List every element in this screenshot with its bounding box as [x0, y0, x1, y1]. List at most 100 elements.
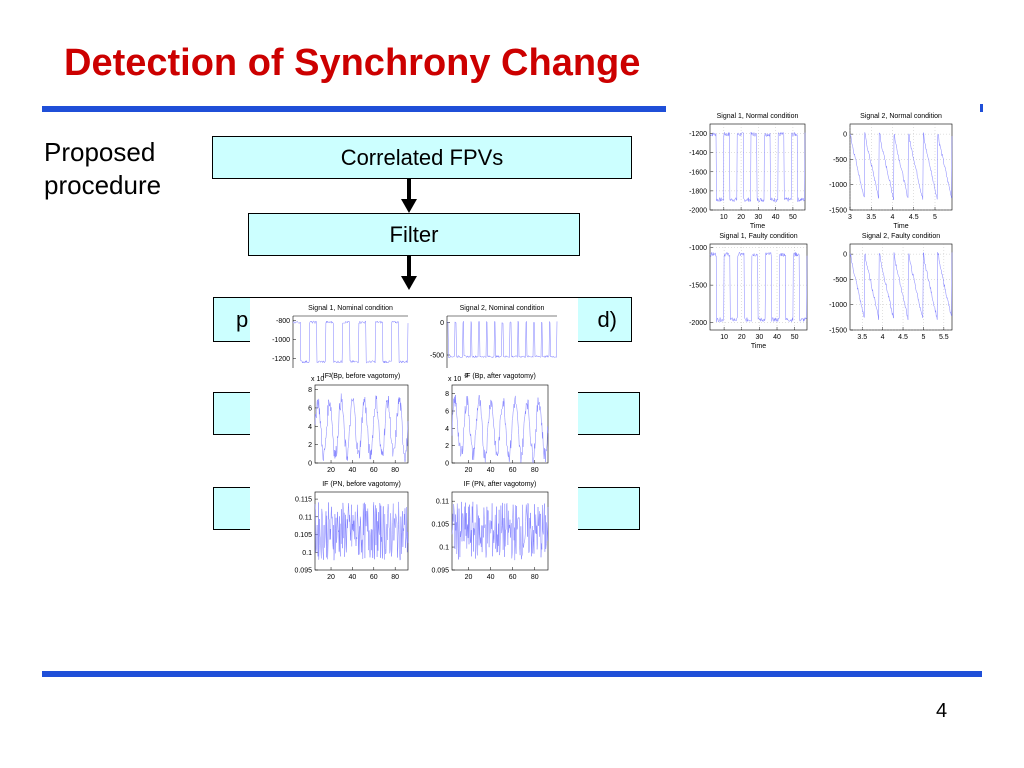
arrow-2-shaft	[407, 256, 411, 277]
chart-3-xtick-label-0: 3.5	[857, 334, 867, 341]
chart-7-title: IF (Bp, after vagotomy)	[464, 373, 536, 380]
page-number: 4	[936, 700, 948, 722]
slide-title: Detection of Synchrony Change	[64, 42, 641, 84]
chart-6-ytick-label-2: 4	[308, 424, 312, 431]
chart-9-series-line	[451, 501, 549, 561]
sidebar-text: Proposed procedure	[44, 136, 161, 202]
chart-7-ytick-label-0: 8	[445, 391, 449, 398]
chart-5-series-line	[446, 320, 558, 359]
chart-1-xtick-label-3: 4.5	[909, 214, 919, 221]
step-3-left-text: p	[236, 306, 249, 332]
arrow-1-shaft	[407, 179, 411, 200]
chart-6-xtick-label-1: 40	[349, 467, 357, 474]
bottom-rule	[42, 671, 982, 677]
chart-8-ytick-label-4: 0.095	[294, 568, 312, 575]
chart-6-series-line	[314, 393, 409, 462]
chart-8-series-line	[314, 501, 409, 561]
chart-1-xtick-label-1: 3.5	[866, 214, 876, 221]
chart-4-series-line	[292, 320, 409, 364]
chart-9-ytick-label-0: 0.11	[436, 499, 449, 506]
chart-2-ytick-label-2: -2000	[689, 320, 707, 327]
chart-2-ytick-label-0: -1000	[689, 245, 707, 252]
chart-1-title: Signal 2, Normal condition	[860, 113, 942, 120]
chart-9-ytick-label-2: 0.1	[439, 545, 449, 552]
chart-0-ytick-label-3: -1800	[689, 188, 707, 195]
chart-2-xtick-label-4: 50	[791, 334, 799, 341]
chart-3-xtick-label-3: 5	[921, 334, 925, 341]
chart-0-frame	[709, 123, 806, 211]
chart-7-xtick-label-3: 80	[531, 467, 539, 474]
chart-0-ytick-label-1: -1400	[689, 150, 707, 157]
chart-1-xtick-label-0: 3	[848, 214, 852, 221]
chart-3-xtick-label-1: 4	[881, 334, 885, 341]
chart-1-ytick-label-2: -1000	[829, 182, 847, 189]
chart-3-ytick-label-1: -500	[833, 277, 847, 284]
chart-0-xtick-label-1: 20	[737, 214, 745, 221]
chart-9-ytick-label-1: 0.105	[431, 522, 449, 529]
chart-3-xtick-label-2: 4.5	[898, 334, 908, 341]
chart-1-ytick-label-0: 0	[843, 132, 847, 139]
chart-8-xtick-label-0: 20	[327, 574, 335, 581]
chart-2-xlabel: Time	[751, 343, 766, 350]
chart-8-xtick-label-2: 60	[370, 574, 378, 581]
chart-5-ytick-label-0: 0	[440, 320, 444, 327]
chart-2-xtick-label-1: 20	[738, 334, 746, 341]
chart-1-series-line	[849, 132, 953, 200]
chart-7-ytick-label-4: 0	[445, 461, 449, 468]
chart-6-ytick-label-3: 2	[308, 442, 312, 449]
sidebar-line-2: procedure	[44, 170, 162, 200]
chart-1-ytick-label-3: -1500	[829, 208, 847, 215]
chart-8-title: IF (PN, before vagotomy)	[322, 481, 401, 488]
chart-2-frame	[709, 243, 808, 331]
chart-0-ytick-label-2: -1600	[689, 169, 707, 176]
chart-3-title: Signal 2, Faulty condition	[862, 233, 940, 240]
chart-0-xlabel: Time	[750, 223, 765, 230]
chart-2-xtick-label-3: 40	[773, 334, 781, 341]
chart-3-ytick-label-3: -1500	[829, 328, 847, 335]
chart-8-ytick-label-0: 0.115	[295, 497, 312, 504]
chart-2-xtick-label-0: 10	[720, 334, 728, 341]
chart-9-ytick-label-3: 0.095	[431, 568, 449, 575]
correlated-fpvs-box: Correlated FPVs	[212, 136, 632, 179]
chart-7-xtick-label-0: 20	[465, 467, 473, 474]
chart-6-exponent: x 10	[311, 376, 324, 383]
sidebar-line-1: Proposed	[44, 137, 156, 167]
chart-6-exponent-sup: -3	[327, 373, 332, 379]
chart-4-ytick-label-0: -800	[276, 318, 290, 325]
chart-0-xtick-label-0: 10	[720, 214, 728, 221]
chart-9-xtick-label-1: 40	[487, 574, 495, 581]
chart-6-ytick-label-1: 6	[308, 405, 312, 412]
chart-7-ytick-label-2: 4	[445, 426, 449, 433]
chart-0-xtick-label-2: 30	[754, 214, 762, 221]
chart-8-ytick-label-2: 0.105	[294, 532, 312, 539]
chart-8-ytick-label-3: 0.1	[302, 550, 312, 557]
chart-2-ytick-label-1: -1500	[689, 283, 707, 290]
chart-3-ytick-label-0: 0	[843, 252, 847, 259]
chart-9-xtick-label-0: 20	[465, 574, 473, 581]
top-rule	[42, 106, 666, 112]
chart-9-xtick-label-2: 60	[509, 574, 517, 581]
chart-8-xtick-label-1: 40	[349, 574, 357, 581]
chart-1-xtick-label-2: 4	[891, 214, 895, 221]
chart-0-title: Signal 1, Normal condition	[717, 113, 799, 120]
chart-4-ytick-label-1: -1000	[272, 337, 290, 344]
chart-6-ytick-label-0: 8	[308, 387, 312, 394]
chart-3-ytick-label-2: -1000	[829, 302, 847, 309]
chart-8-xtick-label-3: 80	[391, 574, 399, 581]
chart-7-exponent-sup: -3	[464, 373, 469, 379]
arrow-1-head	[401, 199, 417, 213]
chart-6-xtick-label-0: 20	[327, 467, 335, 474]
chart-0-series-line	[709, 131, 806, 203]
top-rule-tick	[980, 104, 983, 112]
chart-7-exponent: x 10	[448, 376, 461, 383]
chart-3-xtick-label-4: 5.5	[939, 334, 949, 341]
chart-6-xtick-label-3: 80	[391, 467, 399, 474]
chart-0-ytick-label-0: -1200	[689, 131, 707, 138]
chart-7-xtick-label-2: 60	[509, 467, 517, 474]
chart-1-xtick-label-4: 5	[933, 214, 937, 221]
chart-3-series-line	[849, 252, 953, 320]
chart-6-ytick-label-4: 0	[308, 461, 312, 468]
chart-5-title: Signal 2, Nominal condition	[460, 305, 545, 312]
chart-0-xtick-label-4: 50	[789, 214, 797, 221]
